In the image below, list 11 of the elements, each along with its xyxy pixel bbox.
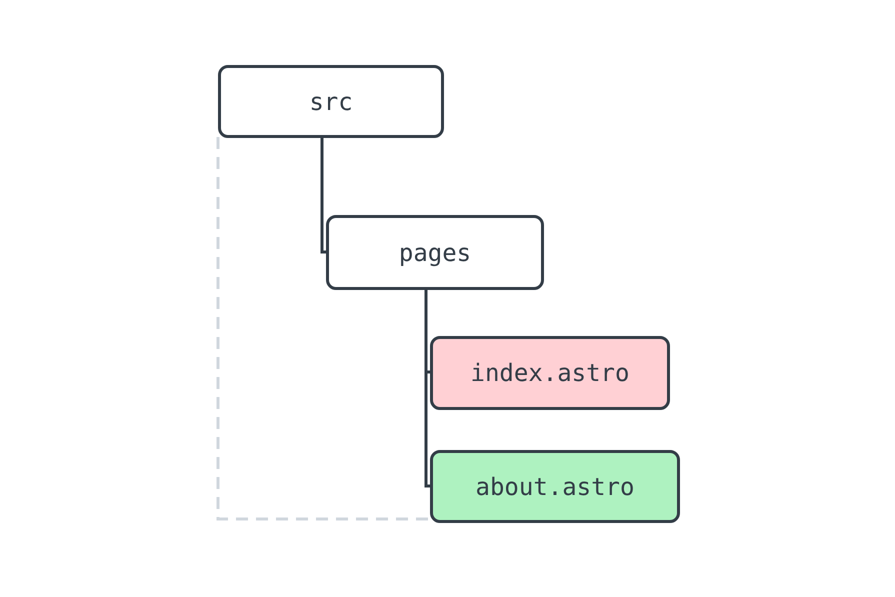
- tree-connector: [424, 289, 430, 488]
- folder-box: [218, 65, 444, 138]
- folder-box: [326, 215, 544, 290]
- dashed-connector: [216, 137, 430, 520]
- folder-name: src: [309, 88, 353, 116]
- file-box: [430, 336, 670, 410]
- folder-name: pages: [398, 238, 472, 266]
- file-name: index.astro: [470, 359, 630, 387]
- tree-connector: [320, 137, 326, 254]
- file-name: about.astro: [476, 472, 634, 500]
- file-box: [430, 450, 680, 523]
